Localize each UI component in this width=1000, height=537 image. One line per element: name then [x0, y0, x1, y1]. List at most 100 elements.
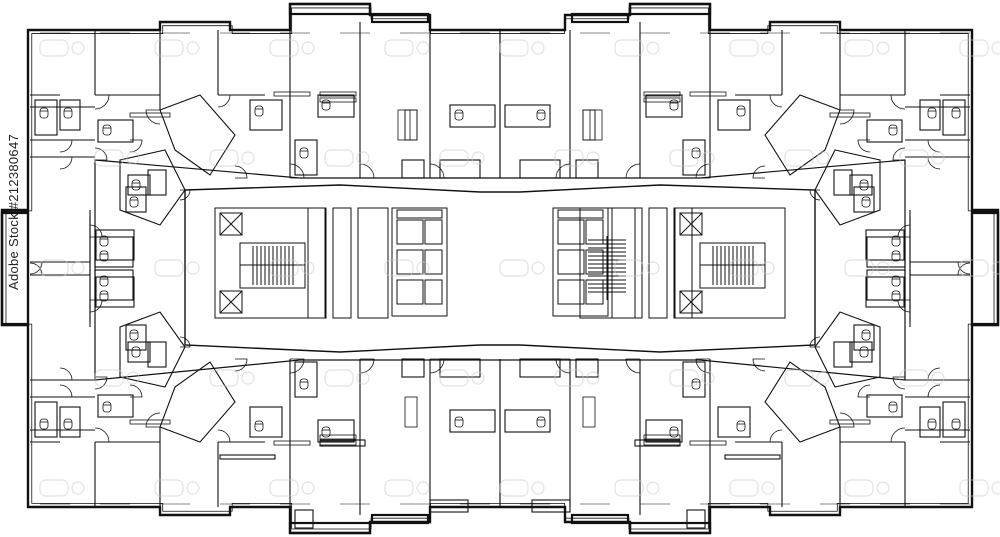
- shaft-box: [679, 290, 703, 314]
- bathroom-box: [853, 186, 875, 213]
- toilet-fixture: [536, 416, 546, 428]
- stair-core: [674, 207, 786, 319]
- shaft-box: [219, 212, 243, 236]
- elevator-car: [557, 279, 585, 305]
- toilet-fixture: [99, 250, 109, 262]
- bottom-balcony-box: [429, 499, 469, 513]
- door-swing: [890, 94, 906, 110]
- kitchen-counter: [319, 97, 357, 103]
- side-balcony: [0, 211, 30, 327]
- watermark-mark: [876, 481, 890, 495]
- door-swing: [769, 94, 783, 108]
- watermark-mark: [269, 39, 299, 57]
- kitchen-counter: [582, 109, 596, 141]
- bathroom-box: [519, 358, 561, 378]
- bathroom-box: [919, 99, 941, 131]
- stock-id-label: #212380647: [6, 133, 21, 210]
- door-swing: [217, 429, 231, 443]
- door-swing: [695, 163, 711, 179]
- kitchen-counter: [643, 97, 681, 103]
- watermark-mark: [241, 371, 255, 385]
- angled-corner-unit: [814, 311, 881, 388]
- stair-core: [214, 207, 326, 319]
- kitchen-counter: [643, 440, 681, 446]
- watermark-mark: [71, 261, 85, 275]
- kitchen-counter: [319, 91, 357, 97]
- bathroom-box: [147, 341, 167, 368]
- watermark-mark: [729, 39, 759, 57]
- bathroom-box: [401, 358, 425, 378]
- watermark-mark: [959, 39, 989, 57]
- door-swing: [957, 261, 971, 275]
- shaft-x: [219, 290, 243, 314]
- toilet-fixture: [254, 105, 264, 117]
- toilet-fixture: [63, 107, 73, 119]
- elevator-bank: [391, 207, 448, 317]
- bathroom-box: [59, 406, 81, 438]
- elevator-car: [396, 249, 424, 275]
- door-swing: [234, 165, 248, 179]
- watermark-mark: [586, 371, 600, 385]
- balcony-rail: [570, 12, 630, 24]
- bathroom-box: [919, 406, 941, 438]
- door-swing: [625, 163, 641, 179]
- watermark-mark: [669, 149, 699, 167]
- elevator-car: [424, 249, 443, 275]
- elevator-car: [557, 219, 585, 245]
- watermark-mark: [471, 371, 485, 385]
- kitchen-counter: [319, 440, 357, 446]
- kitchen-counter: [404, 396, 418, 428]
- watermark-mark: [71, 481, 85, 495]
- door-swing: [94, 94, 110, 110]
- door-swing: [555, 358, 571, 374]
- balcony-rail: [370, 12, 430, 24]
- watermark-mark: [784, 149, 814, 167]
- watermark-mark: [416, 41, 430, 55]
- corridor-ring-inner: [184, 184, 816, 353]
- watermark-mark: [384, 259, 414, 277]
- kitchen-counter: [582, 396, 596, 428]
- bathroom-box: [866, 119, 903, 143]
- bathroom-box: [682, 139, 706, 176]
- watermark-mark: [439, 369, 469, 387]
- watermark-mark: [646, 261, 660, 275]
- watermark-mark: [499, 259, 529, 277]
- bathroom-box: [717, 99, 751, 131]
- balcony-rail: [370, 513, 430, 525]
- watermark-mark: [669, 369, 699, 387]
- door-swing: [927, 384, 941, 398]
- watermark-mark: [614, 39, 644, 57]
- watermark-separator: |: [6, 209, 21, 213]
- watermark-mark: [126, 371, 140, 385]
- door-swing: [145, 109, 161, 125]
- stock-watermark-label: Adobe Stock | #212380647: [6, 134, 21, 290]
- bathroom-box: [127, 341, 151, 363]
- watermark-mark: [729, 479, 759, 497]
- door-swing: [179, 336, 191, 348]
- watermark-mark: [301, 41, 315, 55]
- bathroom-box: [59, 99, 81, 131]
- watermark-mark: [499, 479, 529, 497]
- door-swing: [809, 189, 821, 201]
- bathroom-box: [439, 358, 481, 378]
- watermark-mark: [384, 39, 414, 57]
- door-swing: [927, 139, 941, 153]
- kitchen-counter: [129, 419, 171, 425]
- balcony-rail: [570, 513, 630, 525]
- bathroom-box: [95, 229, 135, 261]
- toilet-fixture: [536, 109, 546, 121]
- elevator-bank: [552, 207, 609, 317]
- watermark-mark: [931, 151, 945, 165]
- bathroom-box: [34, 99, 58, 136]
- watermark-mark: [94, 369, 124, 387]
- watermark-mark: [729, 259, 759, 277]
- toilet-fixture: [299, 147, 309, 159]
- toilet-fixture: [888, 124, 898, 136]
- toilet-fixture: [39, 418, 49, 430]
- door-swing: [129, 384, 143, 398]
- kitchen-counter: [129, 112, 171, 118]
- watermark-mark: [301, 261, 315, 275]
- kitchen-counter: [319, 434, 357, 440]
- bathroom-box: [439, 159, 481, 179]
- island: [404, 109, 418, 141]
